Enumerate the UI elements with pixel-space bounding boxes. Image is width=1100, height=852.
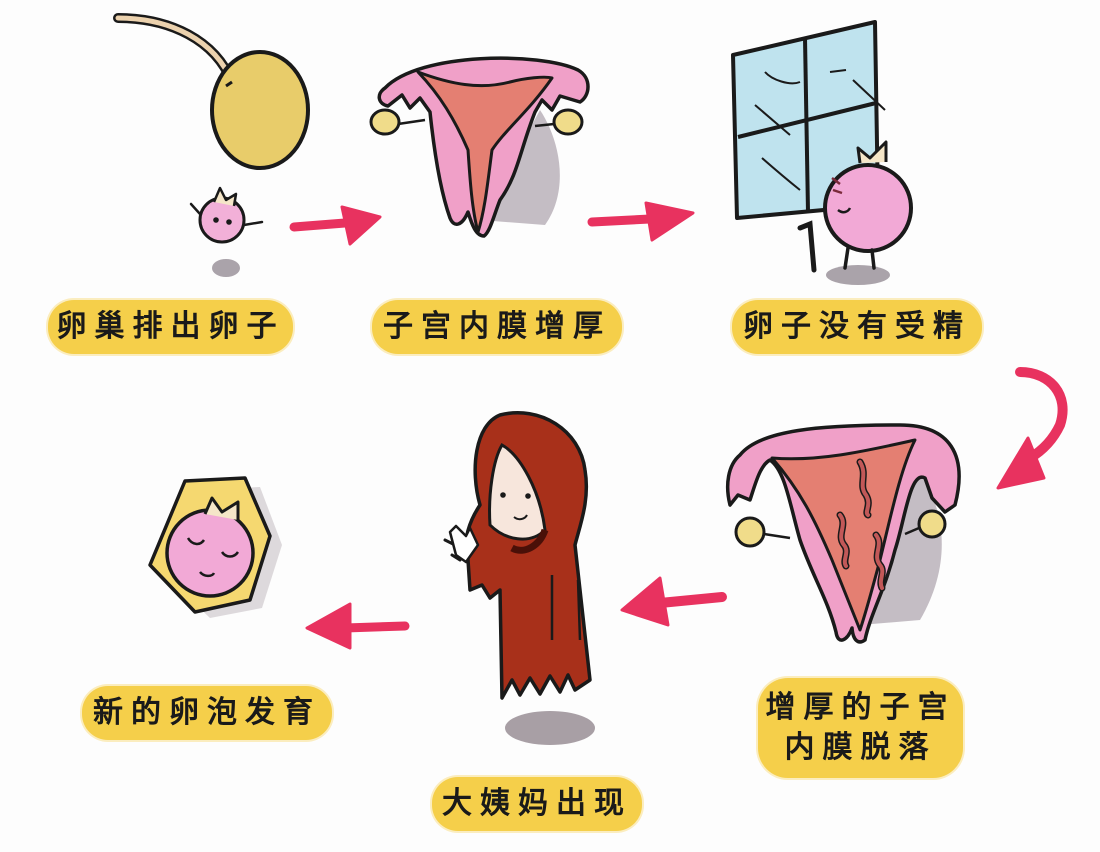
arrow-right-icon (289, 205, 382, 246)
arrow-left-icon (305, 602, 410, 650)
uterus-thickening-icon (369, 56, 590, 238)
step-label-endometrium-thickens: 子宫内膜增厚 (372, 300, 622, 354)
new-follicle-icon (148, 476, 282, 618)
red-cloak-character-icon (443, 411, 595, 745)
step-label-new-follicle-develops: 新的卵泡发育 (82, 686, 332, 740)
step-label-endometrium-sheds: 增厚的子宫 内膜脱落 (758, 678, 963, 778)
arrow-left-icon (620, 576, 727, 627)
ovary-releasing-egg-icon (113, 13, 310, 277)
arrow-curved-down-icon (996, 367, 1068, 490)
step-label-egg-not-fertilized: 卵子没有受精 (732, 300, 982, 354)
step-label-ovary-releases-egg: 卵巢排出卵子 (48, 300, 293, 354)
uterus-shedding-icon (726, 423, 961, 644)
arrow-right-icon (587, 201, 695, 242)
egg-waiting-at-window-icon (731, 20, 913, 285)
step-label-period-appears: 大姨妈出现 (432, 777, 642, 831)
